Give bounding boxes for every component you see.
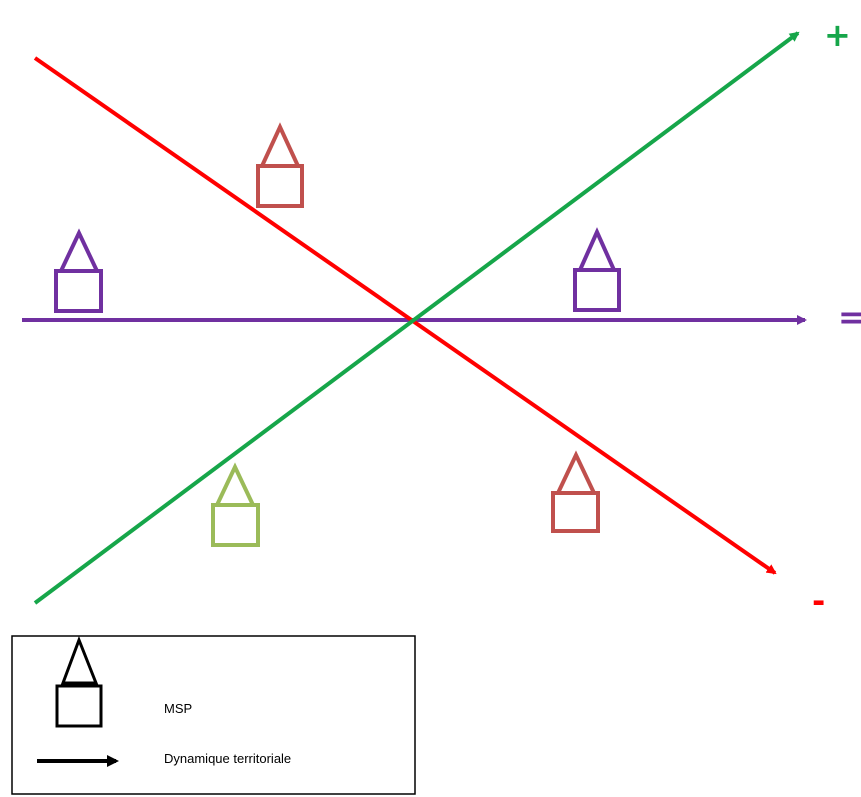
msp-house-icon (211, 462, 260, 547)
green-axis-arrow (33, 31, 800, 605)
red-axis-end-label: - (812, 582, 825, 620)
legend-dynamique-label: Dynamique territoriale (164, 751, 291, 766)
msp-house-icon (551, 450, 600, 533)
purple-axis-end-label: = (838, 298, 861, 336)
legend-box (11, 635, 416, 795)
green-axis-end-label: + (824, 16, 851, 54)
msp-house-icon (256, 122, 304, 208)
red-axis-arrow (33, 56, 777, 575)
msp-house-icon (54, 228, 103, 313)
legend-msp-label: MSP (164, 701, 192, 716)
house-icon (55, 635, 103, 728)
msp-house-icon (573, 227, 621, 312)
legend: MSP Dynamique territoriale (11, 635, 416, 795)
